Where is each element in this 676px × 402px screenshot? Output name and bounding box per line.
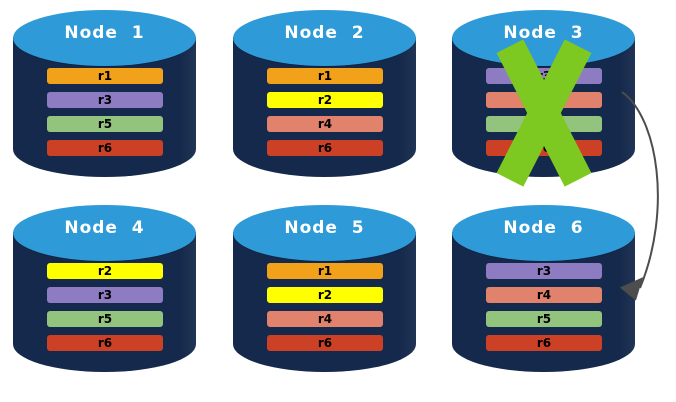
replica-bar[interactable]: r3 — [47, 92, 163, 108]
replica-list: r2 r3 r5 r6 — [47, 263, 163, 351]
replica-bar[interactable]: r2 — [47, 263, 163, 279]
cylinder-top-ellipse — [452, 205, 635, 261]
replica-bar[interactable]: r1 — [267, 263, 383, 279]
replica-bar[interactable]: r5 — [486, 311, 602, 327]
node-title: Node 1 — [64, 23, 145, 43]
replica-bar[interactable]: r3 — [486, 263, 602, 279]
node-2[interactable]: Node 2 r1 r2 r4 r6 — [233, 10, 416, 195]
node-title: Node 4 — [64, 218, 145, 238]
replica-bar[interactable]: r2 — [267, 92, 383, 108]
node-title: Node 6 — [503, 218, 584, 238]
node-6[interactable]: Node 6 r3 r4 r5 r6 — [452, 205, 635, 390]
replica-bar[interactable]: r6 — [486, 140, 602, 156]
replica-list: r1 r2 r4 r6 — [267, 68, 383, 156]
node-4[interactable]: Node 4 r2 r3 r5 r6 — [13, 205, 196, 390]
replica-bar[interactable]: r2 — [267, 287, 383, 303]
node-5[interactable]: Node 5 r1 r2 r4 r6 — [233, 205, 416, 390]
replica-bar[interactable]: r4 — [267, 311, 383, 327]
node-3[interactable]: Node 3 r3 r4 r5 r6 — [452, 10, 635, 195]
replica-bar[interactable]: r6 — [267, 335, 383, 351]
replica-bar[interactable]: r1 — [267, 68, 383, 84]
replica-bar[interactable]: r5 — [47, 116, 163, 132]
replica-bar[interactable]: r4 — [267, 116, 383, 132]
replica-bar[interactable]: r3 — [486, 68, 602, 84]
replica-bar[interactable]: r6 — [47, 140, 163, 156]
node-1[interactable]: Node 1 r1 r3 r5 r6 — [13, 10, 196, 195]
node-title: Node 5 — [284, 218, 365, 238]
replica-bar[interactable]: r3 — [47, 287, 163, 303]
cylinder-top-ellipse — [13, 205, 196, 261]
replica-bar[interactable]: r6 — [486, 335, 602, 351]
replica-bar[interactable]: r1 — [47, 68, 163, 84]
node-title: Node 2 — [284, 23, 365, 43]
cylinder-top-ellipse — [13, 10, 196, 66]
replica-bar[interactable]: r5 — [47, 311, 163, 327]
node-title: Node 3 — [503, 23, 584, 43]
replica-bar[interactable]: r4 — [486, 287, 602, 303]
cylinder-top-ellipse — [233, 10, 416, 66]
replica-list: r1 r3 r5 r6 — [47, 68, 163, 156]
replica-list: r3 r4 r5 r6 — [486, 263, 602, 351]
replica-bar[interactable]: r5 — [486, 116, 602, 132]
replica-list: r1 r2 r4 r6 — [267, 263, 383, 351]
replica-bar[interactable]: r6 — [267, 140, 383, 156]
replica-bar[interactable]: r4 — [486, 92, 602, 108]
replica-list: r3 r4 r5 r6 — [486, 68, 602, 156]
replica-bar[interactable]: r6 — [47, 335, 163, 351]
cylinder-top-ellipse — [233, 205, 416, 261]
